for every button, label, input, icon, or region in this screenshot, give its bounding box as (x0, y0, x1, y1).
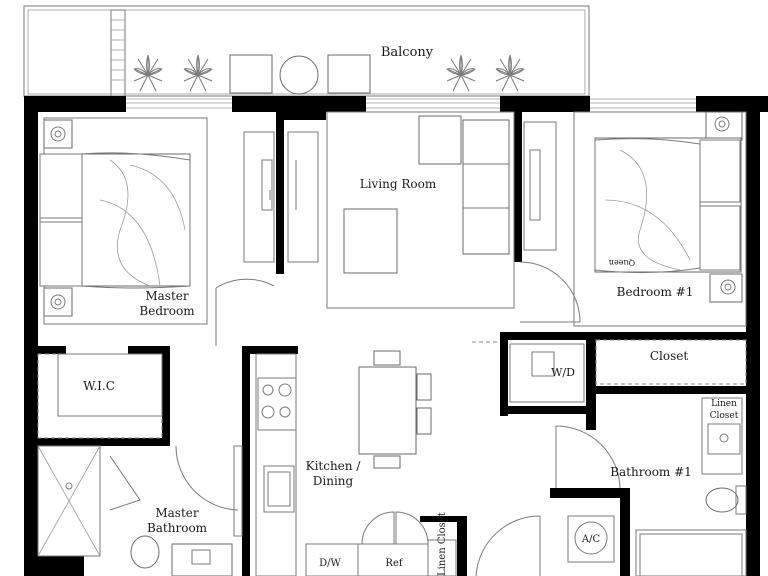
balcony-label: Balcony (381, 45, 434, 60)
linen-closet-vertical-label: Linen Closet (437, 512, 448, 576)
sink-icon (171, 543, 233, 576)
door-swing (475, 515, 541, 576)
balcony-chair (327, 54, 371, 94)
bedroom-1-label: Bedroom #1 (617, 285, 694, 299)
master-bathroom-label-1: Master (155, 506, 199, 520)
stove-icon (257, 377, 297, 431)
dining-chair (416, 407, 432, 435)
ref-label: Ref (385, 558, 403, 569)
living-room: Living Room (326, 111, 557, 309)
laundry: W/D (472, 341, 585, 403)
plant-icon (133, 54, 163, 92)
balcony-chair (229, 54, 273, 94)
dining-chair (416, 373, 432, 401)
door-swing (215, 278, 275, 289)
bed-icon (594, 137, 742, 274)
bed-size-label: Queen (609, 258, 635, 267)
wic-label: W.I.C (83, 379, 115, 393)
kitchen-dining: Kitchen / Dining D/W Ref Linen Closet (255, 350, 457, 576)
plant-icon (183, 54, 213, 92)
door-swing (361, 511, 429, 545)
kitchen-label-1: Kitchen / (306, 459, 362, 473)
door-swing (109, 455, 141, 511)
armchair (418, 115, 462, 165)
master-bedroom-label-2: Bedroom (139, 304, 195, 318)
linen-closet-label-2: Closet (710, 411, 739, 421)
nightstand (43, 119, 73, 149)
toilet-icon (130, 535, 160, 569)
closet: Closet (595, 339, 747, 385)
kitchen-sink-icon (263, 465, 295, 513)
living-room-label: Living Room (360, 177, 437, 191)
walk-in-closet: W.I.C (37, 353, 163, 439)
master-bathroom-label-2: Bathroom (147, 521, 208, 535)
door-swing (175, 445, 239, 511)
bed-icon (39, 152, 191, 289)
master-bedroom: Master Bedroom (39, 117, 275, 346)
plant-icon (495, 54, 525, 92)
dining-chair (373, 455, 401, 469)
master-bathroom: Master Bathroom (37, 445, 243, 576)
dining-table (358, 366, 417, 455)
coffee-table (343, 208, 398, 274)
closet-label: Closet (650, 349, 689, 363)
toilet-icon (705, 487, 739, 513)
door-swing (555, 425, 621, 489)
balcony-area: Balcony (23, 5, 590, 97)
bathtub-icon (635, 529, 747, 576)
bedroom-1: Queen Bedroom #1 (519, 111, 747, 327)
master-bedroom-label-1: Master (145, 289, 189, 303)
balcony-table (279, 55, 319, 95)
nightstand (709, 273, 743, 303)
dw-label: D/W (319, 558, 341, 569)
plant-icon (446, 54, 476, 92)
linen-closet-label-1: Linen (711, 399, 737, 409)
ac-label: A/C (581, 534, 601, 545)
kitchen-label-2: Dining (313, 474, 354, 488)
bathroom-1-label: Bathroom #1 (610, 465, 692, 479)
walls (24, 96, 768, 576)
sofa (462, 119, 510, 255)
wd-label: W/D (551, 366, 575, 379)
ac-unit (574, 521, 608, 555)
bathroom-1: Linen Closet Bathroom #1 A/C (475, 397, 747, 576)
nightstand (43, 287, 73, 317)
door-swing (519, 261, 581, 323)
dining-chair (373, 350, 401, 366)
